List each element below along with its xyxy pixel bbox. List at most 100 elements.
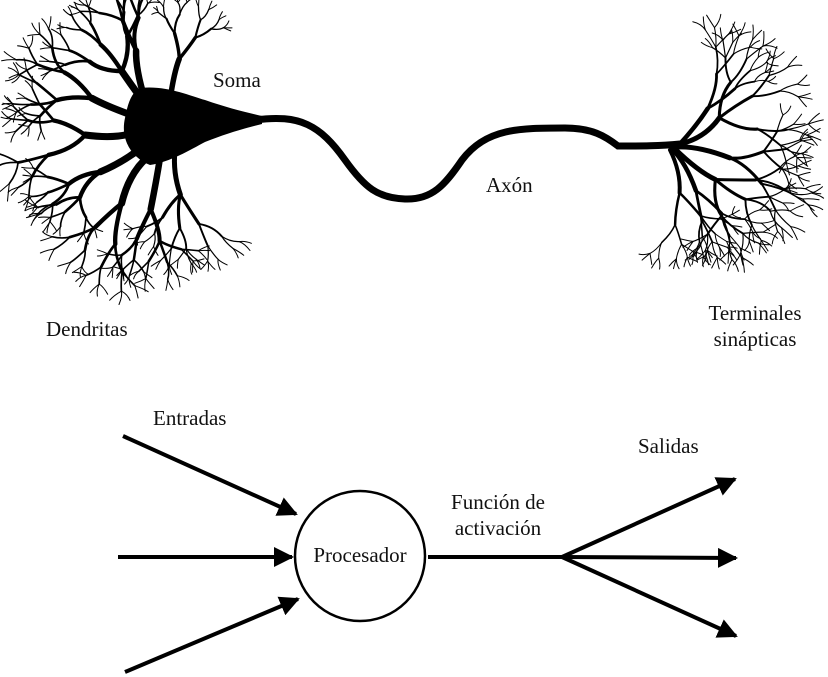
dendrite-branch [146, 279, 154, 289]
axon-terminal-branch [730, 235, 741, 248]
axon-terminal-branch [761, 240, 768, 251]
dendrite-branch [208, 246, 209, 261]
activation-function-label-line-2: activación [428, 515, 568, 541]
dendrite-branch [99, 267, 101, 284]
dendrite-branch [0, 153, 18, 162]
dendrite-branch [22, 167, 34, 168]
dendrite-branch [60, 23, 61, 36]
axon-terminal-branch [716, 34, 729, 47]
dendrite-branch [40, 48, 52, 49]
axon-terminal-branch [794, 124, 806, 125]
axon-terminal-branch [803, 199, 820, 200]
axon-terminal-branch [779, 91, 798, 97]
dendrite-branch [3, 119, 12, 127]
dendrite-branch [80, 197, 86, 217]
axon-terminal-branch [783, 203, 794, 204]
dendrite-branch [199, 0, 200, 7]
dendrite-branch [53, 237, 70, 238]
dendrite-branch [29, 36, 33, 48]
axon-terminal-branch [798, 172, 810, 175]
axon-terminal-branch [803, 199, 815, 211]
axon-terminal-branch [716, 47, 718, 74]
dendrite-branch [2, 60, 17, 61]
axon-terminal-branch [763, 46, 777, 49]
dendrite-branch [147, 0, 148, 3]
dendrite-branch [177, 260, 178, 269]
dendrite-branch [239, 242, 250, 251]
dendrite-branch [61, 35, 69, 50]
dendrite-branch [180, 195, 199, 224]
outputs-label: Salidas [638, 433, 699, 459]
dendrite-branch [127, 229, 133, 237]
dendrite-branch [119, 291, 122, 304]
dendrite-branch [123, 0, 125, 21]
axon-terminal-branch [741, 233, 743, 253]
dendrite-branch [122, 36, 128, 71]
dendrite-branch [42, 19, 49, 29]
input-arrows [118, 436, 298, 672]
dendrite-branch [37, 83, 57, 100]
axon-terminal-branch [790, 211, 803, 217]
dendrite-branch [4, 52, 16, 60]
dendrite-branch [170, 260, 178, 266]
axon-label: Axón [486, 172, 533, 198]
dendrite-branch [180, 2, 187, 14]
dendrite-branch [40, 35, 52, 49]
dendrites-label: Dendritas [46, 316, 128, 342]
axon-terminal-branch [764, 152, 782, 169]
axon-terminal-branch [681, 239, 693, 241]
axon-terminal-branch [774, 47, 777, 59]
dendrite-branch [58, 25, 67, 28]
dendrite-branch [145, 234, 155, 242]
dendrite-branch [50, 222, 57, 231]
dendrite-branch [71, 250, 85, 262]
dendrite-branch [6, 109, 17, 113]
axon-terminal-branch [769, 189, 785, 197]
dendrite-branch [175, 15, 180, 34]
axon-terminal-branch [730, 152, 764, 159]
axon-terminal-branch [762, 221, 774, 224]
axon-terminal-branch [753, 25, 754, 40]
dendrite-branch [26, 113, 40, 116]
dendrite-branch [0, 162, 18, 165]
dendrite-branch [187, 0, 196, 2]
dendrite-branch [134, 18, 138, 51]
axon-terminal-branch [758, 52, 768, 57]
axon-terminal-branch [797, 158, 798, 173]
dendrite-branch [152, 12, 159, 14]
dendrite-branch [25, 81, 32, 89]
dendrite-branch [164, 0, 165, 7]
dendrite-branch [49, 249, 54, 260]
dendrite-branch [49, 17, 51, 29]
dendrite-branch [65, 61, 89, 65]
dendrite-branch [137, 209, 151, 239]
axon-terminal-branch [805, 184, 820, 188]
activation-function-label-line-1: Función de [428, 489, 568, 515]
axon-terminal-branch [791, 227, 798, 240]
axon-terminal-branch [768, 76, 775, 81]
axon-terminal-branch [735, 71, 750, 89]
dendrite-branch [52, 48, 69, 51]
dendrite-branch [54, 237, 69, 249]
axon-terminal-branch [707, 15, 715, 27]
axon-terminal-branch [750, 62, 766, 70]
dendrite-branch [175, 33, 180, 59]
dendrite-branch [195, 0, 198, 7]
axon-terminal-branch [801, 139, 813, 141]
axon-terminal-branch [770, 210, 790, 211]
axon-terminal-branch [733, 24, 739, 36]
axon-terminal-branch [753, 30, 762, 39]
axon-terminal-branch [783, 106, 791, 115]
axon-terminal-branch [798, 166, 811, 169]
axon-terminal-branch [780, 104, 783, 115]
axon-terminal-branch [676, 244, 681, 258]
dendrite-branch [54, 121, 85, 136]
dendrite-branch [222, 236, 233, 248]
output-arrow-top [562, 479, 735, 557]
dendrite-branch [91, 23, 101, 44]
axon-terminal-branch [744, 241, 749, 250]
axon-terminal-branch [755, 169, 779, 180]
axon-terminal-branch [745, 199, 770, 211]
dendrite-branch [154, 234, 156, 247]
axon-terminal-branch [762, 223, 770, 230]
